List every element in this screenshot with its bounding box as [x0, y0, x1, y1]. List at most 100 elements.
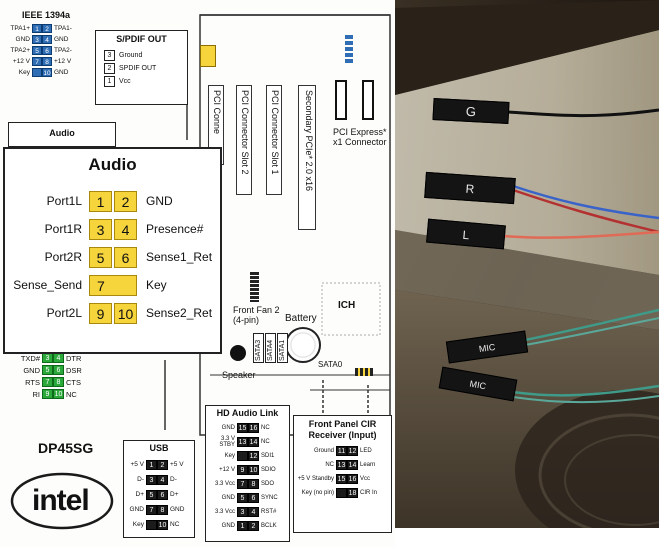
pin-number: 18 — [347, 488, 358, 498]
pin-label-left: Key — [224, 453, 235, 459]
pin-number: 5 — [237, 493, 248, 503]
pin-label-left: TPA1+ — [10, 25, 30, 32]
pin-label-right: SDIO — [261, 467, 276, 473]
pin-label-left: TXD# — [20, 353, 40, 363]
pin-number: 8 — [157, 504, 168, 515]
audio-pin-label-left: Port2R — [44, 250, 82, 264]
ich-grid — [321, 282, 381, 336]
spdif-pin-number: 2 — [104, 63, 115, 74]
audio-pin-number: 4 — [114, 219, 137, 240]
audio-pin-number: 3 — [89, 219, 112, 240]
pin-number: 13 — [336, 460, 347, 470]
pin-label-right: LED — [360, 448, 372, 454]
pin-number: 10 — [53, 389, 64, 399]
spdif-pin-label: SPDIF OUT — [119, 65, 157, 72]
pin-number: 14 — [248, 437, 259, 447]
model-label: DP45SG — [38, 440, 94, 456]
pin-label-left: GND — [15, 36, 30, 43]
pin-label-right: Vcc — [360, 476, 371, 482]
pin-label-right: CTS — [66, 377, 81, 387]
spdif-pin-label: Ground — [119, 52, 143, 59]
ieee-connector-mark — [345, 35, 353, 63]
pin-label-left: D+ — [135, 491, 145, 498]
pin-label-right: SDI1 — [261, 453, 275, 459]
pin-number: 9 — [237, 465, 248, 475]
pcie-x1-connector-a — [335, 80, 347, 120]
spdif-pin-row: 2 SPDIF OUT — [104, 62, 187, 75]
audio-pin-label-right: Key — [146, 278, 167, 292]
plug-l-label: L — [461, 227, 470, 243]
sata0-label: SATA0 — [318, 360, 343, 369]
pin-number: 11 — [336, 446, 347, 456]
pin-label-right: NC — [261, 439, 270, 445]
pin-number: 3 — [32, 35, 42, 44]
audio-pin-number: 7 — [89, 275, 137, 296]
usb-title: USB — [149, 443, 169, 453]
pin-label-right: DSR — [66, 365, 82, 375]
pin-number: 3 — [237, 507, 248, 517]
pin-number: 12 — [347, 446, 358, 456]
pin-number — [336, 488, 347, 498]
pin-label-right: DTR — [66, 353, 82, 363]
pin-number — [32, 68, 42, 77]
speaker-label: Speaker — [222, 370, 256, 380]
audio-pin-label-right: GND — [146, 194, 173, 208]
pin-label-right: NC — [261, 425, 270, 431]
pin-number: 1 — [32, 24, 42, 33]
pin-label-left: GND — [221, 495, 235, 501]
pin-label-right: GND — [54, 36, 69, 43]
pin-label-right: SYNC — [261, 495, 278, 501]
pin-number: 7 — [237, 479, 248, 489]
pin-number: 10 — [248, 465, 259, 475]
pin-number: 10 — [157, 519, 168, 530]
hda-title: HD Audio Link — [216, 408, 279, 418]
pin-label-left: 3.3 Vcc — [214, 509, 235, 515]
pin-number: 4 — [53, 353, 64, 363]
audio-pin-label-left: Sense_Send — [13, 278, 82, 292]
intel-logo: intel — [10, 470, 115, 532]
pin-number: 6 — [157, 489, 168, 500]
pin-label-right: CIR In — [360, 490, 378, 496]
pin-number: 4 — [42, 35, 52, 44]
pin-label-right: D- — [170, 476, 177, 483]
audio-pin-label-left: Port1L — [46, 194, 82, 208]
pin-label-right: NC — [170, 521, 180, 528]
pin-number: 7 — [146, 504, 157, 515]
pin-number: 2 — [42, 24, 52, 33]
pin-number: 7 — [32, 57, 42, 66]
pin-label-left: Key — [18, 69, 30, 76]
audio-pin-number: 1 — [89, 191, 112, 212]
pin-number: 16 — [248, 423, 259, 433]
pin-label-right: NC — [66, 389, 77, 399]
pin-label-right: TPA2- — [54, 47, 72, 54]
plug-r-label: R — [465, 181, 475, 197]
battery-icon — [285, 327, 321, 363]
pin-number: 7 — [42, 377, 53, 387]
pcie-x1-connector-b — [362, 80, 374, 120]
pin-label-left: +5 V Standby — [297, 476, 334, 482]
pin-label-right: RST# — [261, 509, 277, 515]
pin-label-right: GND — [54, 69, 69, 76]
speaker-icon — [230, 345, 246, 361]
photo-bottom-margin — [395, 528, 659, 547]
pin-label-right: +12 V — [54, 58, 72, 65]
